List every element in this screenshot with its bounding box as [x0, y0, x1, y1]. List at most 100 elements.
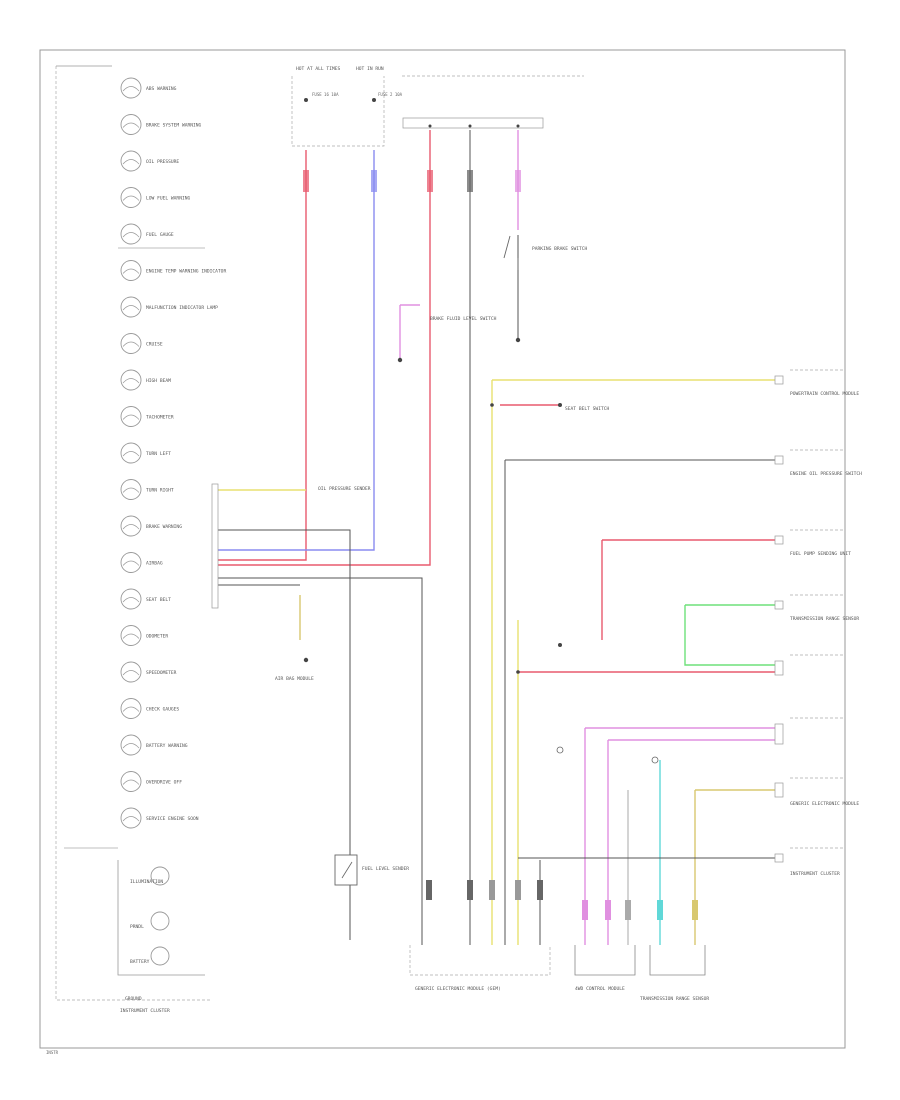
fuse-left-sub: FUSE 16 10A [312, 92, 339, 97]
gauge-speedometer-arc [122, 670, 140, 676]
text-labels: HOT AT ALL TIMES FUSE 16 10A HOT IN RUN … [46, 66, 862, 1055]
wire-green [684, 604, 775, 666]
conn-pin-2 [468, 124, 472, 128]
gauge-airbag-arc [122, 560, 140, 566]
gauge-speedometer-icon [120, 661, 142, 683]
marker-4 [467, 170, 473, 192]
right-label-3: FUEL PUMP SENDING UNIT [790, 551, 851, 557]
gauge-turn-left: TURN LEFT [120, 442, 171, 464]
fuse-block [291, 75, 584, 147]
gauge-abs-warning-icon [120, 77, 142, 99]
wire-red-right [601, 539, 775, 640]
gauge-cruise-icon [120, 333, 142, 354]
gauge-engine-temp-arc [122, 268, 140, 274]
gauge-cruise-label: CRUISE [146, 342, 163, 348]
right-label-6: INSTRUMENT CLUSTER [790, 871, 840, 877]
right-label-2: ENGINE OIL PRESSURE SWITCH [790, 471, 862, 477]
gauge-low-fuel-label: LOW FUEL WARNING [146, 196, 190, 202]
gauge-engine-temp-label: ENGINE TEMP WARNING INDICATOR [146, 269, 226, 275]
fuel-sender-arm [341, 861, 353, 879]
wire-red-left [215, 150, 307, 561]
fuse-panel-outline [291, 76, 385, 147]
bottom-box-1 [409, 945, 551, 976]
cluster-bottom-sub: GROUND [125, 996, 142, 1002]
gauge-turn-right-icon [120, 479, 142, 500]
gauge-abs-warning-label: ABS WARNING [146, 86, 177, 92]
gauge-brake-warn-arc [122, 524, 140, 530]
splice-1 [490, 403, 494, 407]
gauge-check-gauges-label: CHECK GAUGES [146, 707, 179, 713]
gauge-mil-icon [120, 296, 142, 318]
cluster-bottom-bracket [117, 860, 205, 976]
rc-6 [774, 723, 784, 745]
gauge-airbag-label: AIRBAG [146, 561, 163, 567]
gauge-high-beam-label: HIGH BEAM [146, 378, 171, 384]
rc-2 [774, 455, 784, 465]
bottom-box-2 [574, 945, 636, 976]
gauge-oil-warning-label: OIL PRESSURE [146, 159, 179, 165]
bottom-box-1-label: GENERIC ELECTRONIC MODULE (GEM) [415, 986, 501, 992]
gauge-engine-temp-icon [120, 260, 142, 281]
marker-1 [303, 170, 309, 192]
left-conn-block [211, 483, 219, 609]
marker-b8 [625, 900, 631, 920]
marker-3 [427, 170, 433, 192]
gauge-mil: MALFUNCTION INDICATOR LAMP [120, 296, 218, 318]
gauge-odometer-icon [120, 625, 142, 646]
gauge-check-gauges-icon [120, 698, 142, 719]
gauge-turn-right: TURN RIGHT [120, 479, 174, 500]
wire-red-main [215, 130, 431, 566]
gauge-low-fuel-arc [122, 195, 140, 201]
cluster-label-2: PRNDL [130, 924, 144, 930]
gauge-cruise-arc [122, 341, 140, 347]
gauge-service-engine-icon [120, 807, 142, 829]
ground-1 [515, 337, 521, 343]
gauge-turn-right-label: TURN RIGHT [146, 488, 174, 494]
right-label-4: TRANSMISSION RANGE SENSOR [790, 616, 859, 622]
rc-5 [774, 660, 784, 676]
cluster-bottom-gauge-3 [150, 946, 170, 966]
marker-b10 [692, 900, 698, 920]
marker-b7 [605, 900, 611, 920]
gauge-turn-left-icon [120, 442, 142, 464]
gauge-seat-belt-label: SEAT BELT [146, 597, 171, 603]
gauge-overdrive-label: OVERDRIVE OFF [146, 780, 182, 786]
bottom-box-2-label: 4WD CONTROL MODULE [575, 986, 625, 992]
bottom-left-label: INSTR [46, 1050, 59, 1055]
gauge-battery-label: BATTERY WARNING [146, 743, 188, 749]
rc-8 [774, 853, 784, 863]
gauge-abs-warning-arc [122, 86, 140, 92]
marker-2 [371, 170, 377, 192]
gauge-odometer-arc [122, 633, 140, 639]
gauge-brake-system-label: BRAKE SYSTEM WARNING [146, 123, 202, 129]
gauge-tach-icon [120, 406, 142, 427]
conn-pin-1 [428, 124, 432, 128]
gauge-brake-warn-label: BRAKE WARNING [146, 524, 182, 530]
gauge-check-gauges-arc [122, 706, 140, 712]
gauge-brake-system: BRAKE SYSTEM WARNING [120, 114, 202, 135]
right-connectors [774, 369, 845, 863]
gauge-mil-label: MALFUNCTION INDICATOR LAMP [146, 305, 218, 311]
wire-gray-2 [215, 577, 423, 945]
gauge-service-engine: SERVICE ENGINE SOON [120, 807, 199, 829]
gauge-fuel-gauge-arc [122, 232, 140, 238]
cluster-bottom-gauge-1 [150, 866, 170, 886]
gauge-fuel-gauge: FUEL GAUGE [120, 223, 174, 245]
gauge-seat-belt: SEAT BELT [120, 588, 171, 610]
gauge-battery-icon [120, 734, 142, 756]
gauge-turn-left-label: TURN LEFT [146, 451, 171, 457]
bottom-box-3-label: TRANSMISSION RANGE SENSOR [640, 996, 709, 1002]
side-label-5: AIR BAG MODULE [275, 676, 314, 682]
marker-b9 [657, 900, 663, 920]
gauge-brake-system-arc [122, 122, 140, 128]
gauge-battery: BATTERY WARNING [120, 734, 188, 756]
gauge-check-gauges: CHECK GAUGES [120, 698, 179, 719]
cluster-label-3: BATTERY [130, 959, 150, 965]
ground-3 [303, 657, 309, 663]
fuse-left-label: HOT AT ALL TIMES [296, 66, 340, 72]
gauge-high-beam-icon [120, 369, 142, 391]
gauge-mil-arc [122, 305, 140, 311]
gauge-overdrive-arc [122, 779, 140, 785]
fuel-sender-box [334, 854, 358, 886]
gauge-speedometer-label: SPEEDOMETER [146, 670, 177, 676]
